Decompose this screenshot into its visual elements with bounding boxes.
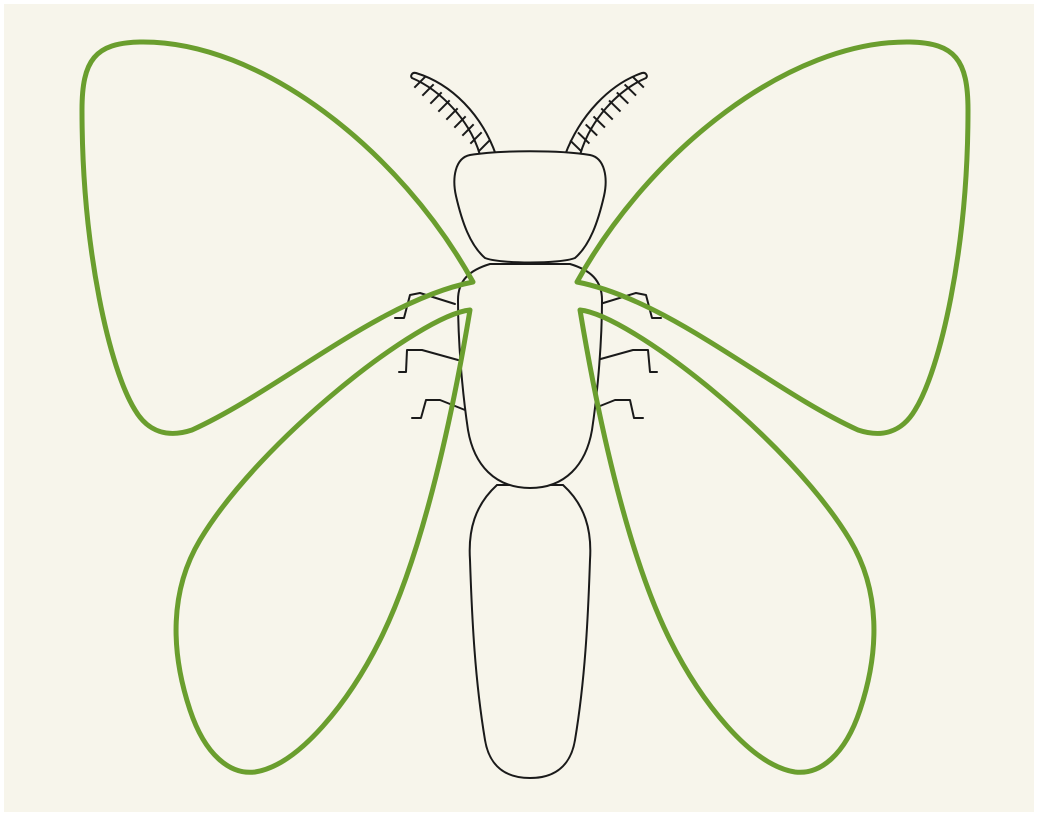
abdomen — [470, 485, 591, 778]
head — [454, 151, 605, 262]
thorax — [458, 264, 602, 488]
